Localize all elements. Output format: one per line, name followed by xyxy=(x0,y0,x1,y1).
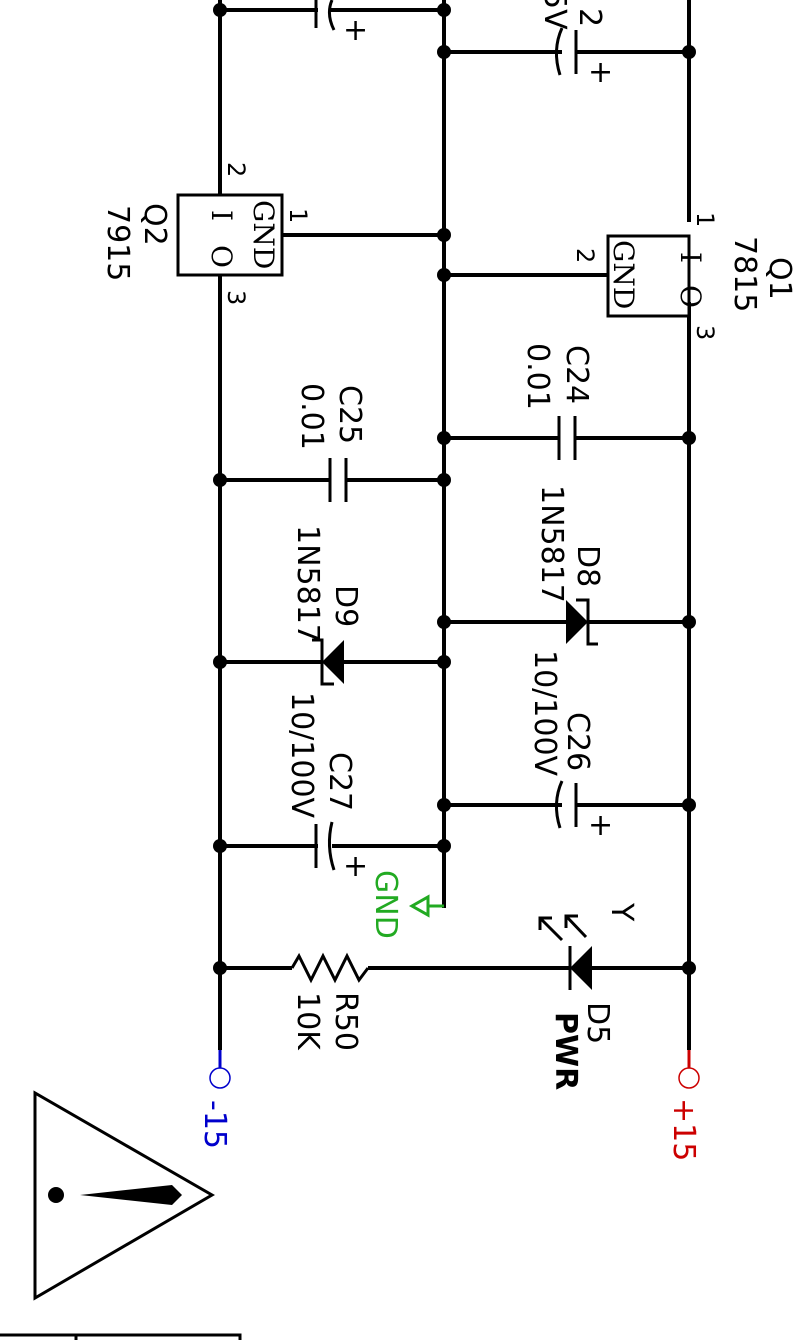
d5-ref-label: D5 xyxy=(580,1002,615,1044)
junction-dots xyxy=(213,3,696,975)
q2-pin2-number: 2 xyxy=(222,162,250,177)
d5-color-label: Y xyxy=(604,902,639,922)
capacitor-c26: + C26 10/100V xyxy=(444,650,689,843)
d9-value-label: 1N5817 xyxy=(290,525,325,643)
q2-gnd-pin-label: GND xyxy=(247,200,280,269)
q2-ref-label: Q2 xyxy=(137,203,172,246)
regulator-q2: GND I O 1 2 3 Q2 7915 xyxy=(100,162,444,305)
q1-pin2-number: 2 xyxy=(571,248,599,263)
q1-pin3-number: 3 xyxy=(691,325,719,340)
q1-out-pin-label: O xyxy=(674,285,707,308)
capacitor-partial-ref-label: 2 xyxy=(572,8,607,27)
q1-gnd-pin-label: GND xyxy=(607,240,640,309)
top-capacitor-right: + 2 5V xyxy=(444,0,689,90)
warning-triangle-icon xyxy=(33,1090,215,1301)
d9-ref-label: D9 xyxy=(328,585,363,627)
c24-ref-label: C24 xyxy=(559,345,594,404)
c26-polarity-label: + xyxy=(588,808,613,843)
positive-net-label: +15 xyxy=(666,1098,701,1161)
c25-ref-label: C25 xyxy=(332,385,367,444)
q1-pin1-number: 1 xyxy=(691,212,719,227)
capacitor-partial-value-label: 5V xyxy=(537,0,572,30)
diode-d9: D9 1N5817 xyxy=(220,525,444,686)
q2-value-label: 7915 xyxy=(100,205,135,281)
d5-value-label: PWR xyxy=(548,1012,583,1090)
negative-terminal[interactable]: -15 xyxy=(197,1067,232,1149)
positive-terminal[interactable]: +15 xyxy=(666,1067,701,1161)
capacitor-c27: + C27 10/100V xyxy=(220,692,444,884)
d8-ref-label: D8 xyxy=(570,545,605,587)
polarity-plus-label: + xyxy=(343,13,368,48)
c24-value-label: 0.01 xyxy=(520,343,555,410)
r50-value-label: 10K xyxy=(290,992,325,1051)
gnd-net-label: GND xyxy=(368,870,403,939)
ground-symbol: GND xyxy=(368,870,444,939)
q2-pin3-number: 3 xyxy=(222,290,250,305)
led-d5: Y D5 PWR xyxy=(538,902,689,1090)
resistor-r50: R50 10K xyxy=(220,952,570,1051)
capacitor-c25: C25 0.01 xyxy=(220,383,444,502)
q2-pin1-number: 1 xyxy=(284,208,312,223)
regulator-q1: GND I O 1 2 3 Q1 7815 xyxy=(444,212,797,340)
c27-value-label: 10/100V xyxy=(284,692,319,819)
ground-arrow-icon xyxy=(408,894,430,918)
q1-value-label: 7815 xyxy=(727,236,762,312)
title-block-corner xyxy=(0,1333,242,1340)
capacitor-c24: C24 0.01 xyxy=(444,343,689,460)
c26-ref-label: C26 xyxy=(560,712,595,771)
top-capacitor-left: + xyxy=(220,0,444,48)
q1-ref-label: Q1 xyxy=(762,257,797,300)
negative-net-label: -15 xyxy=(197,1100,232,1149)
q2-out-pin-label: O xyxy=(205,245,238,268)
c25-value-label: 0.01 xyxy=(294,383,329,450)
diode-d8: D8 1N5817 xyxy=(444,485,689,646)
polarity-plus-label: + xyxy=(588,55,613,90)
q1-in-pin-label: I xyxy=(674,252,707,263)
c27-polarity-label: + xyxy=(343,849,368,884)
q2-in-pin-label: I xyxy=(205,210,238,221)
d8-value-label: 1N5817 xyxy=(534,485,569,603)
r50-ref-label: R50 xyxy=(328,992,363,1051)
led-light-rays-icon xyxy=(538,914,588,942)
c26-value-label: 10/100V xyxy=(527,650,562,777)
c27-ref-label: C27 xyxy=(322,752,357,811)
